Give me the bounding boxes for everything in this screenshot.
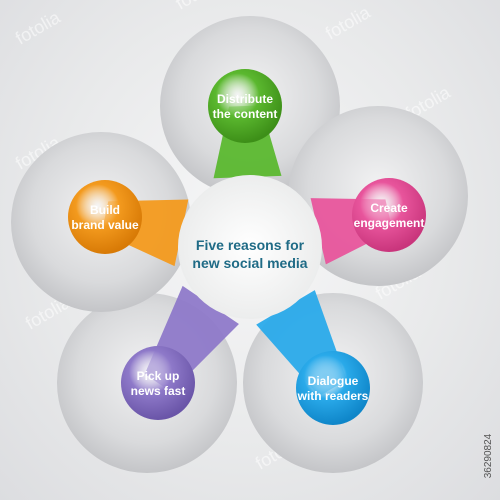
reason-label-line1: Create	[370, 201, 408, 215]
reason-circle-1	[208, 69, 282, 143]
image-id: 36290824	[483, 433, 494, 478]
center-circle	[178, 175, 322, 319]
watermark-text: fotolia	[322, 2, 374, 44]
reason-circle-3	[296, 351, 370, 425]
reason-circle-5	[68, 180, 142, 254]
reason-label-line1: Dialogue	[308, 374, 359, 388]
reason-label-line2: news fast	[131, 384, 186, 398]
reason-label-line2: brand value	[71, 218, 139, 232]
watermark-text: fotolia	[172, 0, 224, 13]
center-title-line1: Five reasons for	[196, 237, 305, 253]
reason-label-line1: Build	[90, 203, 120, 217]
reason-label-line2: the content	[213, 107, 278, 121]
reason-circle-2	[352, 178, 426, 252]
reason-circle-4	[121, 346, 195, 420]
reason-label-line2: engagement	[354, 216, 425, 230]
reason-label-line1: Pick up	[137, 369, 180, 383]
reason-label-line1: Distribute	[217, 92, 273, 106]
reason-label-line2: with readers	[297, 389, 369, 403]
center-title-line2: new social media	[192, 255, 307, 271]
watermark-text: fotolia	[12, 7, 64, 49]
